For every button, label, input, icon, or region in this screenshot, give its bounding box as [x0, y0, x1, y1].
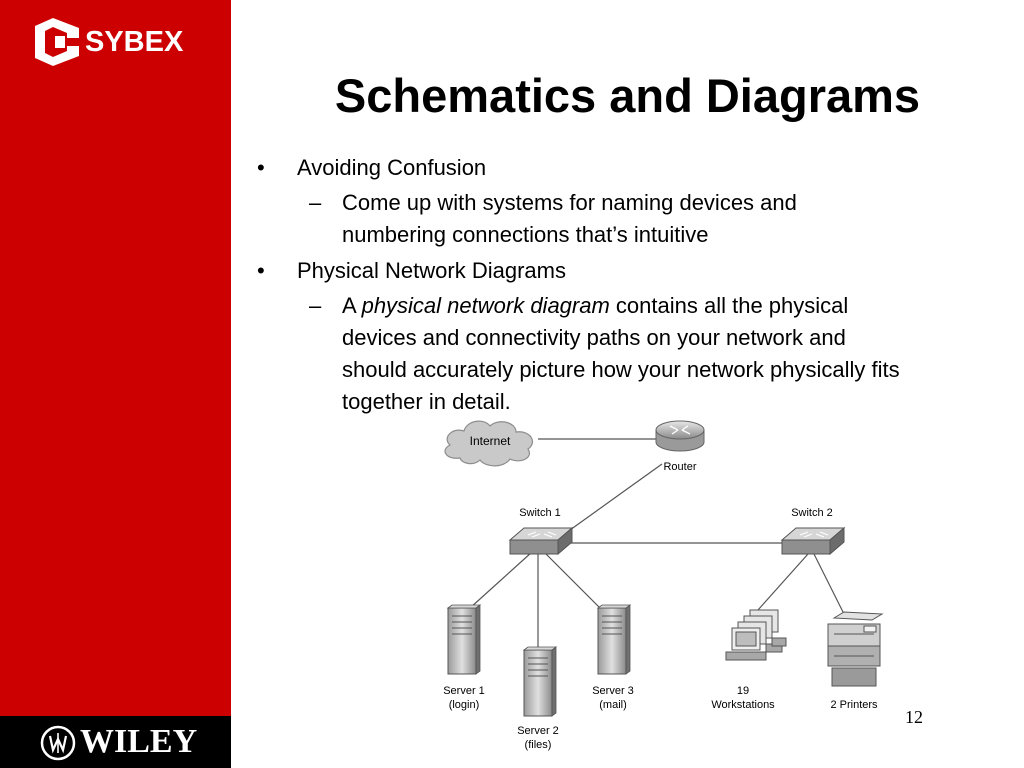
switch-1-icon	[508, 526, 574, 556]
server3-name: Server 3	[592, 685, 634, 697]
server1-name: Server 1	[443, 685, 485, 697]
sub-bullet-text: Come up with systems for naming devices …	[342, 190, 797, 247]
printers-label: 2 Printers	[830, 699, 878, 711]
sub-bullet-dash: –	[309, 293, 322, 318]
bullet-item: • Avoiding Confusion	[250, 152, 900, 184]
bullet-item: • Physical Network Diagrams	[250, 255, 900, 287]
sub-bullet-item: – A physical network diagram contains al…	[250, 290, 900, 418]
router-icon	[655, 420, 705, 452]
switch1-label: Switch 1	[519, 507, 561, 519]
server1-role: (login)	[449, 699, 480, 711]
sub-bullet-item: – Come up with systems for naming device…	[250, 187, 900, 251]
router-label: Router	[663, 461, 696, 473]
brand-sidebar	[0, 0, 231, 716]
sybex-mark-icon	[35, 18, 79, 66]
workstations-label: Workstations	[711, 699, 775, 711]
bullet-dot: •	[257, 258, 265, 283]
sybex-wordmark: SYBEX	[85, 26, 184, 58]
server-3-icon	[596, 604, 632, 675]
wiley-logo: WILEY	[40, 723, 210, 763]
switch2-label: Switch 2	[791, 507, 833, 519]
page-number: 12	[905, 707, 923, 727]
server2-role: (files)	[525, 739, 552, 751]
footer-bar	[0, 716, 231, 768]
sub-bullet-dash: –	[309, 190, 322, 215]
wiley-seal-icon	[40, 725, 76, 761]
server-1-icon	[446, 604, 482, 675]
wiley-wordmark: WILEY	[80, 723, 198, 760]
printers-icon	[827, 611, 884, 687]
sub-bullet-text: A physical network diagram contains all …	[342, 293, 900, 414]
bullet-text: Avoiding Confusion	[297, 155, 487, 180]
internet-label: Internet	[470, 434, 511, 448]
network-diagram: Internet Router Switch 1 Switch 2 Server…	[443, 420, 884, 751]
server2-name: Server 2	[517, 725, 559, 737]
workstations-count: 19	[737, 685, 749, 697]
server-2-icon	[522, 646, 558, 717]
sybex-logo: SYBEX	[33, 18, 203, 68]
connection-lines	[469, 438, 845, 648]
bullet-dot: •	[257, 155, 265, 180]
bullet-list: • Avoiding Confusion – Come up with syst…	[250, 152, 900, 422]
switch-2-icon	[780, 526, 846, 556]
bullet-text: Physical Network Diagrams	[297, 258, 566, 283]
workstations-icon	[725, 609, 787, 661]
emphasized-term: physical network diagram	[361, 293, 610, 318]
internet-cloud-icon: Internet	[444, 420, 533, 467]
server3-role: (mail)	[599, 699, 627, 711]
slide-title: Schematics and Diagrams	[334, 69, 921, 122]
